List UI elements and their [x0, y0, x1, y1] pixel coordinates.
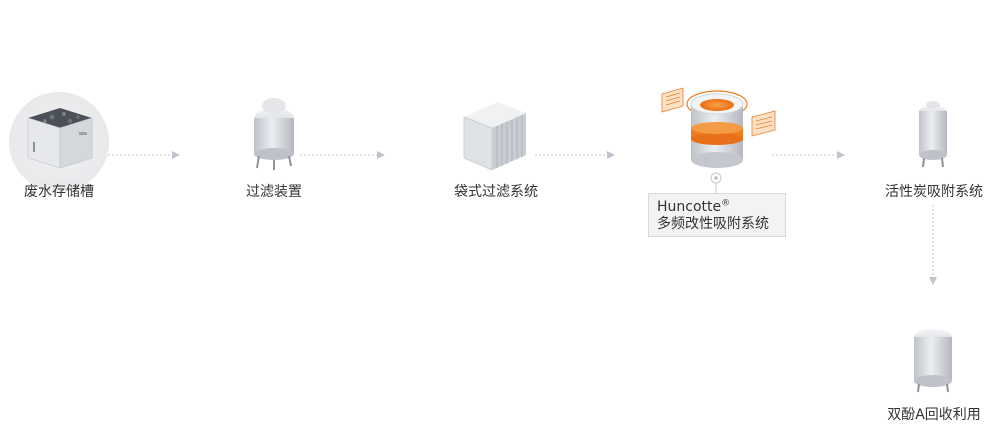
- node-label-recovery: 双酚A回收利用: [887, 407, 981, 423]
- arrow-down-icon: [929, 277, 937, 285]
- carbon-adsorber-icon: [919, 101, 947, 168]
- huncotte-brand: Huncotte®: [657, 199, 777, 216]
- arrow-heads: [172, 151, 937, 285]
- node-label-filter: 过滤装置: [246, 184, 302, 200]
- bag-filter-icon: [463, 102, 526, 171]
- node-label-storage: 废水存储槽: [24, 184, 94, 200]
- huncotte-brand-text: Huncotte: [657, 199, 722, 215]
- node-label-carbon: 活性炭吸附系统: [885, 184, 983, 200]
- huncotte-callout: Huncotte® 多频改性吸附系统: [648, 193, 786, 237]
- node-label-bag-filter: 袋式过滤系统: [454, 184, 538, 200]
- wastewater-tank-icon: [9, 92, 109, 192]
- trademark-mark: ®: [721, 198, 731, 209]
- arrow-right-icon: [837, 151, 845, 159]
- arrow-right-icon: [377, 151, 385, 159]
- recovery-tank-icon: [914, 329, 952, 393]
- connector-lines: [108, 154, 934, 278]
- huncotte-adsorber-icon: [661, 87, 776, 184]
- huncotte-subtitle: 多频改性吸附系统: [657, 216, 769, 232]
- arrow-right-icon: [172, 151, 180, 159]
- arrow-right-icon: [607, 151, 615, 159]
- filter-vessel-icon: [254, 98, 294, 170]
